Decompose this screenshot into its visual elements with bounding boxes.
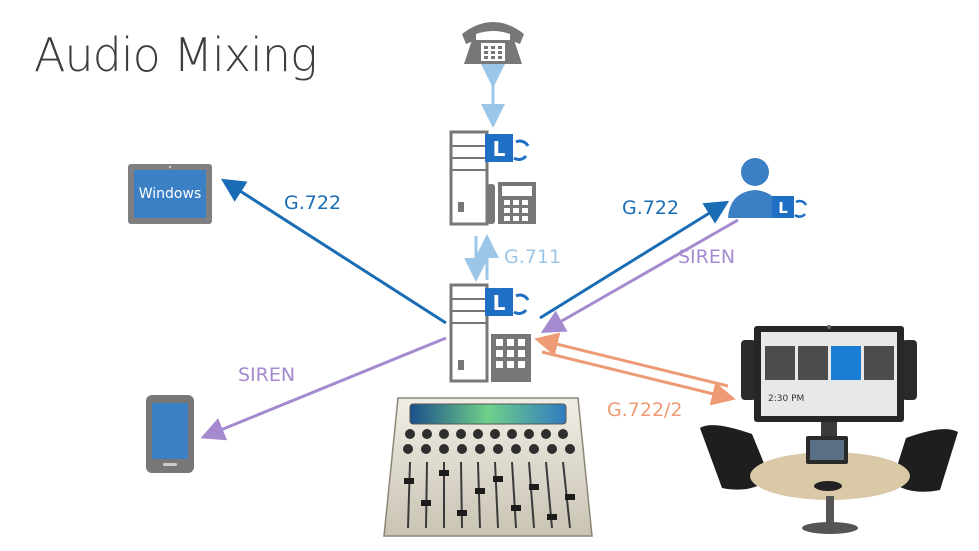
mobile-codec-label: SIREN	[238, 364, 296, 386]
svg-text:L: L	[493, 291, 506, 315]
mobile-phone-icon	[146, 395, 194, 473]
windows-label: Windows	[139, 186, 202, 202]
room-link-in	[534, 332, 729, 388]
audio-mixer-icon	[383, 397, 593, 537]
room-link-out	[541, 350, 736, 406]
remote-user-link-purple	[540, 218, 739, 333]
windows-link	[220, 178, 447, 325]
lync-logo-icon: L	[772, 196, 808, 218]
windows-tablet-icon: Windows	[128, 164, 212, 224]
lync-logo-icon: L	[485, 134, 530, 162]
av-mcu-server-icon	[449, 283, 531, 383]
mobile-link	[200, 336, 447, 441]
page-title: Audio Mixing	[34, 28, 318, 82]
lync-logo-icon: L	[485, 288, 530, 316]
svg-text:L: L	[778, 199, 788, 217]
remote-user-codec-label: G.722	[622, 197, 680, 219]
room-system-codec-label: G.722/2	[607, 399, 683, 421]
telephone-icon	[462, 22, 524, 64]
remote-user-link-blue	[539, 200, 730, 320]
mediation-server-icon	[449, 130, 536, 226]
svg-text:L: L	[493, 137, 506, 161]
pstn-codec-label: G.711	[504, 246, 562, 268]
room-system-icon: 2:30 PM	[700, 325, 958, 534]
room-screen-time: 2:30 PM	[768, 394, 804, 404]
remote-user-siren-label: SIREN	[678, 246, 736, 268]
remote-user-icon	[728, 158, 782, 218]
windows-codec-label: G.722	[284, 192, 342, 214]
